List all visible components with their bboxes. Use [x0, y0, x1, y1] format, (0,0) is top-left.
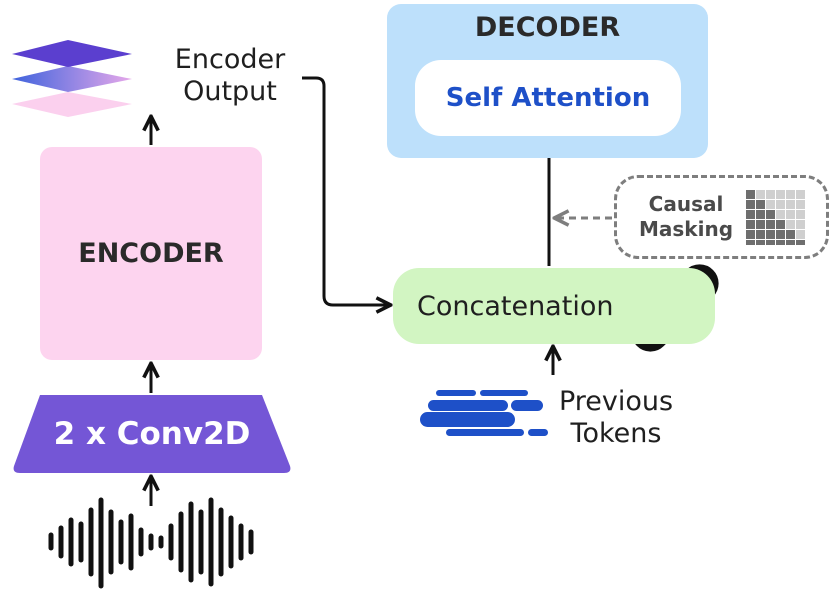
- arrows: [151, 76, 553, 506]
- mask-cell: [776, 240, 786, 245]
- mask-cell: [746, 240, 756, 245]
- mask-cell: [766, 240, 776, 245]
- mask-grid-icon: [746, 190, 806, 245]
- mask-cell: [766, 210, 776, 219]
- mask-cell: [756, 230, 766, 239]
- mask-cell: [756, 200, 766, 209]
- concatenation-block: Concatenation: [393, 268, 715, 344]
- encoder-output-caption: Encoder Output: [174, 44, 286, 107]
- mask-cell: [766, 190, 776, 199]
- concatenation-label: Concatenation: [417, 290, 614, 322]
- mask-cell: [786, 210, 796, 219]
- mask-cell: [796, 230, 806, 239]
- token-bars-icon: [420, 390, 548, 436]
- self-attention-label: Self Attention: [445, 83, 651, 113]
- mask-cell: [756, 220, 766, 229]
- mask-cell: [766, 200, 776, 209]
- mask-cell: [796, 210, 806, 219]
- stacked-layers-icon: [12, 40, 132, 117]
- mask-cell: [776, 200, 786, 209]
- mask-cell: [786, 190, 796, 199]
- encoder-block: ENCODER: [40, 147, 262, 360]
- decoder-title: DECODER: [474, 12, 621, 43]
- self-attention-block: Self Attention: [415, 60, 681, 136]
- decoder-block: DECODER Self Attention: [387, 4, 708, 158]
- mask-cell: [786, 200, 796, 209]
- mask-cell: [766, 220, 776, 229]
- mask-cell: [796, 190, 806, 199]
- mask-cell: [776, 220, 786, 229]
- mask-cell: [796, 200, 806, 209]
- mask-cell: [746, 220, 756, 229]
- previous-tokens-caption: Previous Tokens: [558, 386, 674, 449]
- mask-cell: [776, 230, 786, 239]
- mask-cell: [796, 240, 806, 245]
- conv-trapezoid: [13, 395, 291, 473]
- causal-masking-label: Causal Masking: [639, 192, 734, 241]
- mask-cell: [746, 230, 756, 239]
- mask-cell: [746, 200, 756, 209]
- mask-cell: [756, 210, 766, 219]
- mask-cell: [746, 190, 756, 199]
- mask-cell: [756, 190, 766, 199]
- mask-cell: [786, 220, 796, 229]
- causal-masking-block: Causal Masking: [614, 175, 829, 259]
- mask-cell: [746, 210, 756, 219]
- audio-waveform-icon: [48, 497, 254, 589]
- conv2d-block: 2 x Conv2D: [14, 395, 290, 473]
- mask-cell: [786, 240, 796, 245]
- mask-cell: [796, 220, 806, 229]
- mask-cell: [776, 210, 786, 219]
- mask-cell: [786, 230, 796, 239]
- mask-cell: [776, 190, 786, 199]
- encoder-label: ENCODER: [78, 238, 224, 269]
- mask-cell: [756, 240, 766, 245]
- conv2d-label: 2 x Conv2D: [53, 416, 251, 452]
- mask-cell: [766, 230, 776, 239]
